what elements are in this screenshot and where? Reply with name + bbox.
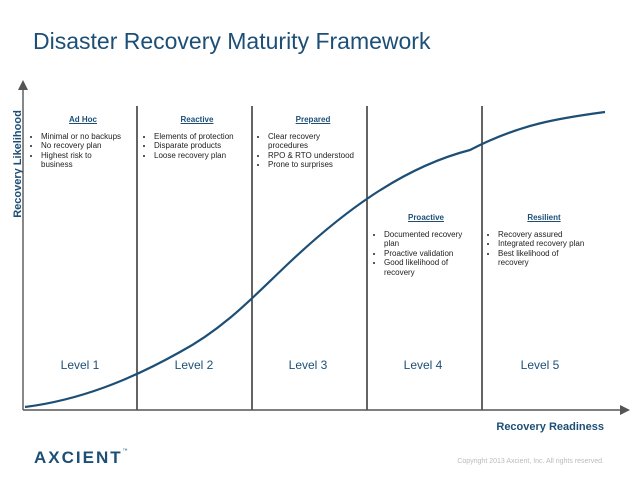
stage-bullet: Proactive validation	[384, 249, 478, 259]
stage-heading: Ad Hoc	[69, 115, 97, 124]
stage-heading: Reactive	[180, 115, 214, 124]
copyright-text: Copyright 2013 Axcient, Inc. All rights …	[457, 458, 604, 465]
stage-bullet: Clear recovery procedures	[268, 132, 338, 151]
stage-bullet: Elements of protection	[154, 132, 250, 142]
x-axis-arrow	[620, 405, 630, 415]
stage-bullet: Recovery assured	[498, 230, 600, 240]
level-label-1: Level 1	[60, 358, 100, 372]
stage-heading: Proactive	[407, 213, 445, 222]
stage-bullet: Best likelihood of recovery	[498, 249, 573, 268]
stage-bullet: No recovery plan	[41, 141, 135, 151]
logo-text: AXCIENT	[34, 448, 123, 467]
stage-bullet: Integrated recovery plan	[498, 239, 600, 249]
level-label-2: Level 2	[174, 358, 214, 372]
stage-heading: Prepared	[295, 115, 331, 124]
level-label-4: Level 4	[403, 358, 443, 372]
stage-ad-hoc: Ad Hoc Minimal or no backups No recovery…	[31, 115, 135, 170]
page-title: Disaster Recovery Maturity Framework	[33, 28, 431, 54]
stage-heading: Resilient	[527, 213, 561, 222]
axcient-logo: AXCIENT™	[34, 448, 128, 468]
stage-proactive: Proactive Documented recovery plan Proac…	[374, 213, 478, 278]
stage-bullet: Documented recovery plan	[384, 230, 474, 249]
stage-bullets: Elements of protection Disparate product…	[144, 132, 250, 161]
stage-reactive: Reactive Elements of protection Disparat…	[144, 115, 250, 160]
stage-bullets: Recovery assured Integrated recovery pla…	[488, 230, 600, 268]
stage-bullet: Highest risk to business	[41, 151, 111, 170]
stage-bullets: Documented recovery plan Proactive valid…	[374, 230, 478, 278]
stage-bullets: Clear recovery procedures RPO & RTO unde…	[258, 132, 368, 170]
stage-bullet: Prone to surprises	[268, 160, 368, 170]
stage-bullet: Minimal or no backups	[41, 132, 135, 142]
level-label-5: Level 5	[520, 358, 560, 372]
logo-trademark: ™	[122, 448, 128, 454]
stage-bullet: Loose recovery plan	[154, 151, 250, 161]
stage-bullets: Minimal or no backups No recovery plan H…	[31, 132, 135, 170]
level-label-3: Level 3	[288, 358, 328, 372]
stage-bullet: RPO & RTO understood	[268, 151, 368, 161]
stage-bullet: Disparate products	[154, 141, 250, 151]
stage-bullet: Good likelihood of recovery	[384, 258, 464, 277]
stage-prepared: Prepared Clear recovery procedures RPO &…	[258, 115, 368, 170]
stage-resilient: Resilient Recovery assured Integrated re…	[488, 213, 600, 268]
y-axis-arrow	[18, 80, 28, 90]
x-axis-label: Recovery Readiness	[496, 421, 604, 433]
maturity-curve	[24, 110, 606, 409]
